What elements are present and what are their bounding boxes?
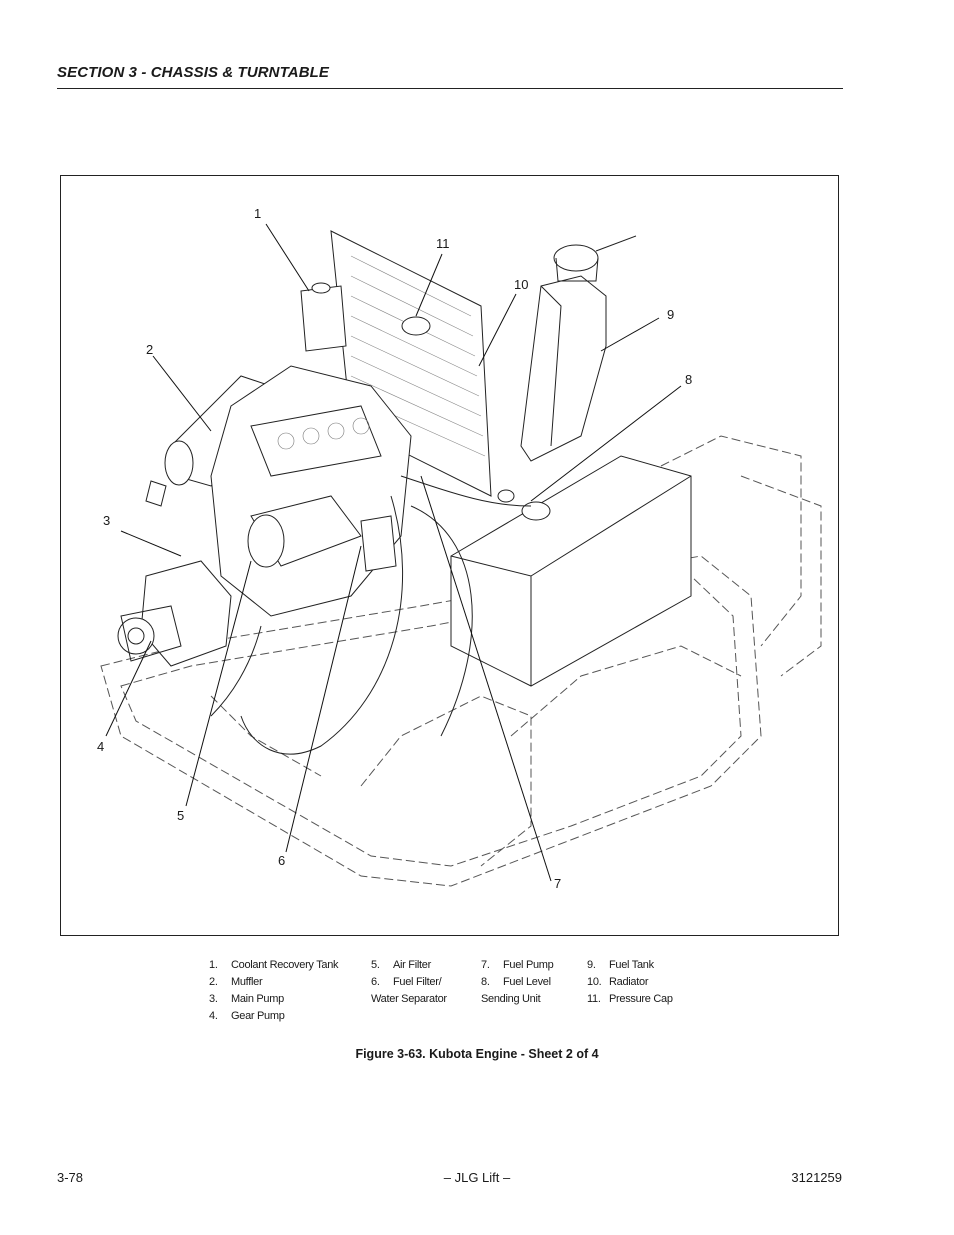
- legend-column-3: 7.Fuel Pump 8.Fuel Level Sending Unit: [481, 957, 554, 1008]
- legend-item: 2.Muffler: [209, 976, 263, 988]
- callout-3: 3: [103, 513, 111, 528]
- legend-column-4: 9.Fuel Tank 10.Radiator 11.Pressure Cap: [587, 957, 673, 1008]
- callout-11: 11: [436, 236, 450, 251]
- publisher-label: – JLG Lift –: [443, 1170, 511, 1185]
- legend-item: 10.Radiator: [587, 976, 649, 988]
- callout-5: 5: [177, 808, 185, 823]
- legend-item: 1.Coolant Recovery Tank: [209, 959, 339, 971]
- figure-legend: 1.Coolant Recovery Tank 2.Muffler 3.Main…: [0, 957, 954, 1027]
- legend-item: 5.Air Filter: [371, 959, 431, 971]
- figure-caption: Figure 3-63. Kubota Engine - Sheet 2 of …: [355, 1047, 599, 1061]
- callout-8: 8: [685, 372, 693, 387]
- callout-4: 4: [97, 739, 105, 754]
- legend-item: 4.Gear Pump: [209, 1010, 285, 1022]
- legend-item: 6.Fuel Filter/: [371, 976, 442, 988]
- callout-6: 6: [278, 853, 286, 868]
- callout-9: 9: [667, 307, 675, 322]
- legend-item: 3.Main Pump: [209, 993, 284, 1005]
- legend-item: 9.Fuel Tank: [587, 959, 654, 971]
- legend-item: Water Separator: [371, 993, 447, 1005]
- legend-column-1: 1.Coolant Recovery Tank 2.Muffler 3.Main…: [209, 957, 339, 1025]
- callout-7: 7: [554, 876, 562, 891]
- legend-item: 8.Fuel Level: [481, 976, 551, 988]
- legend-item: 7.Fuel Pump: [481, 959, 554, 971]
- engine-illustration: [100, 223, 822, 887]
- header-rule: [57, 88, 843, 89]
- legend-column-2: 5.Air Filter 6.Fuel Filter/ Water Separa…: [371, 957, 447, 1008]
- figure-frame: 1 2 3 4 5 6 7 8 9 10 11: [60, 175, 839, 936]
- legend-item: 11.Pressure Cap: [587, 993, 673, 1005]
- document-number: 3121259: [791, 1170, 842, 1185]
- legend-item: Sending Unit: [481, 993, 541, 1005]
- callout-10: 10: [514, 277, 529, 292]
- callout-2: 2: [146, 342, 154, 357]
- page-number: 3-78: [57, 1170, 84, 1185]
- callout-1: 1: [254, 206, 262, 221]
- section-title: SECTION 3 - CHASSIS & TURNTABLE: [57, 64, 330, 81]
